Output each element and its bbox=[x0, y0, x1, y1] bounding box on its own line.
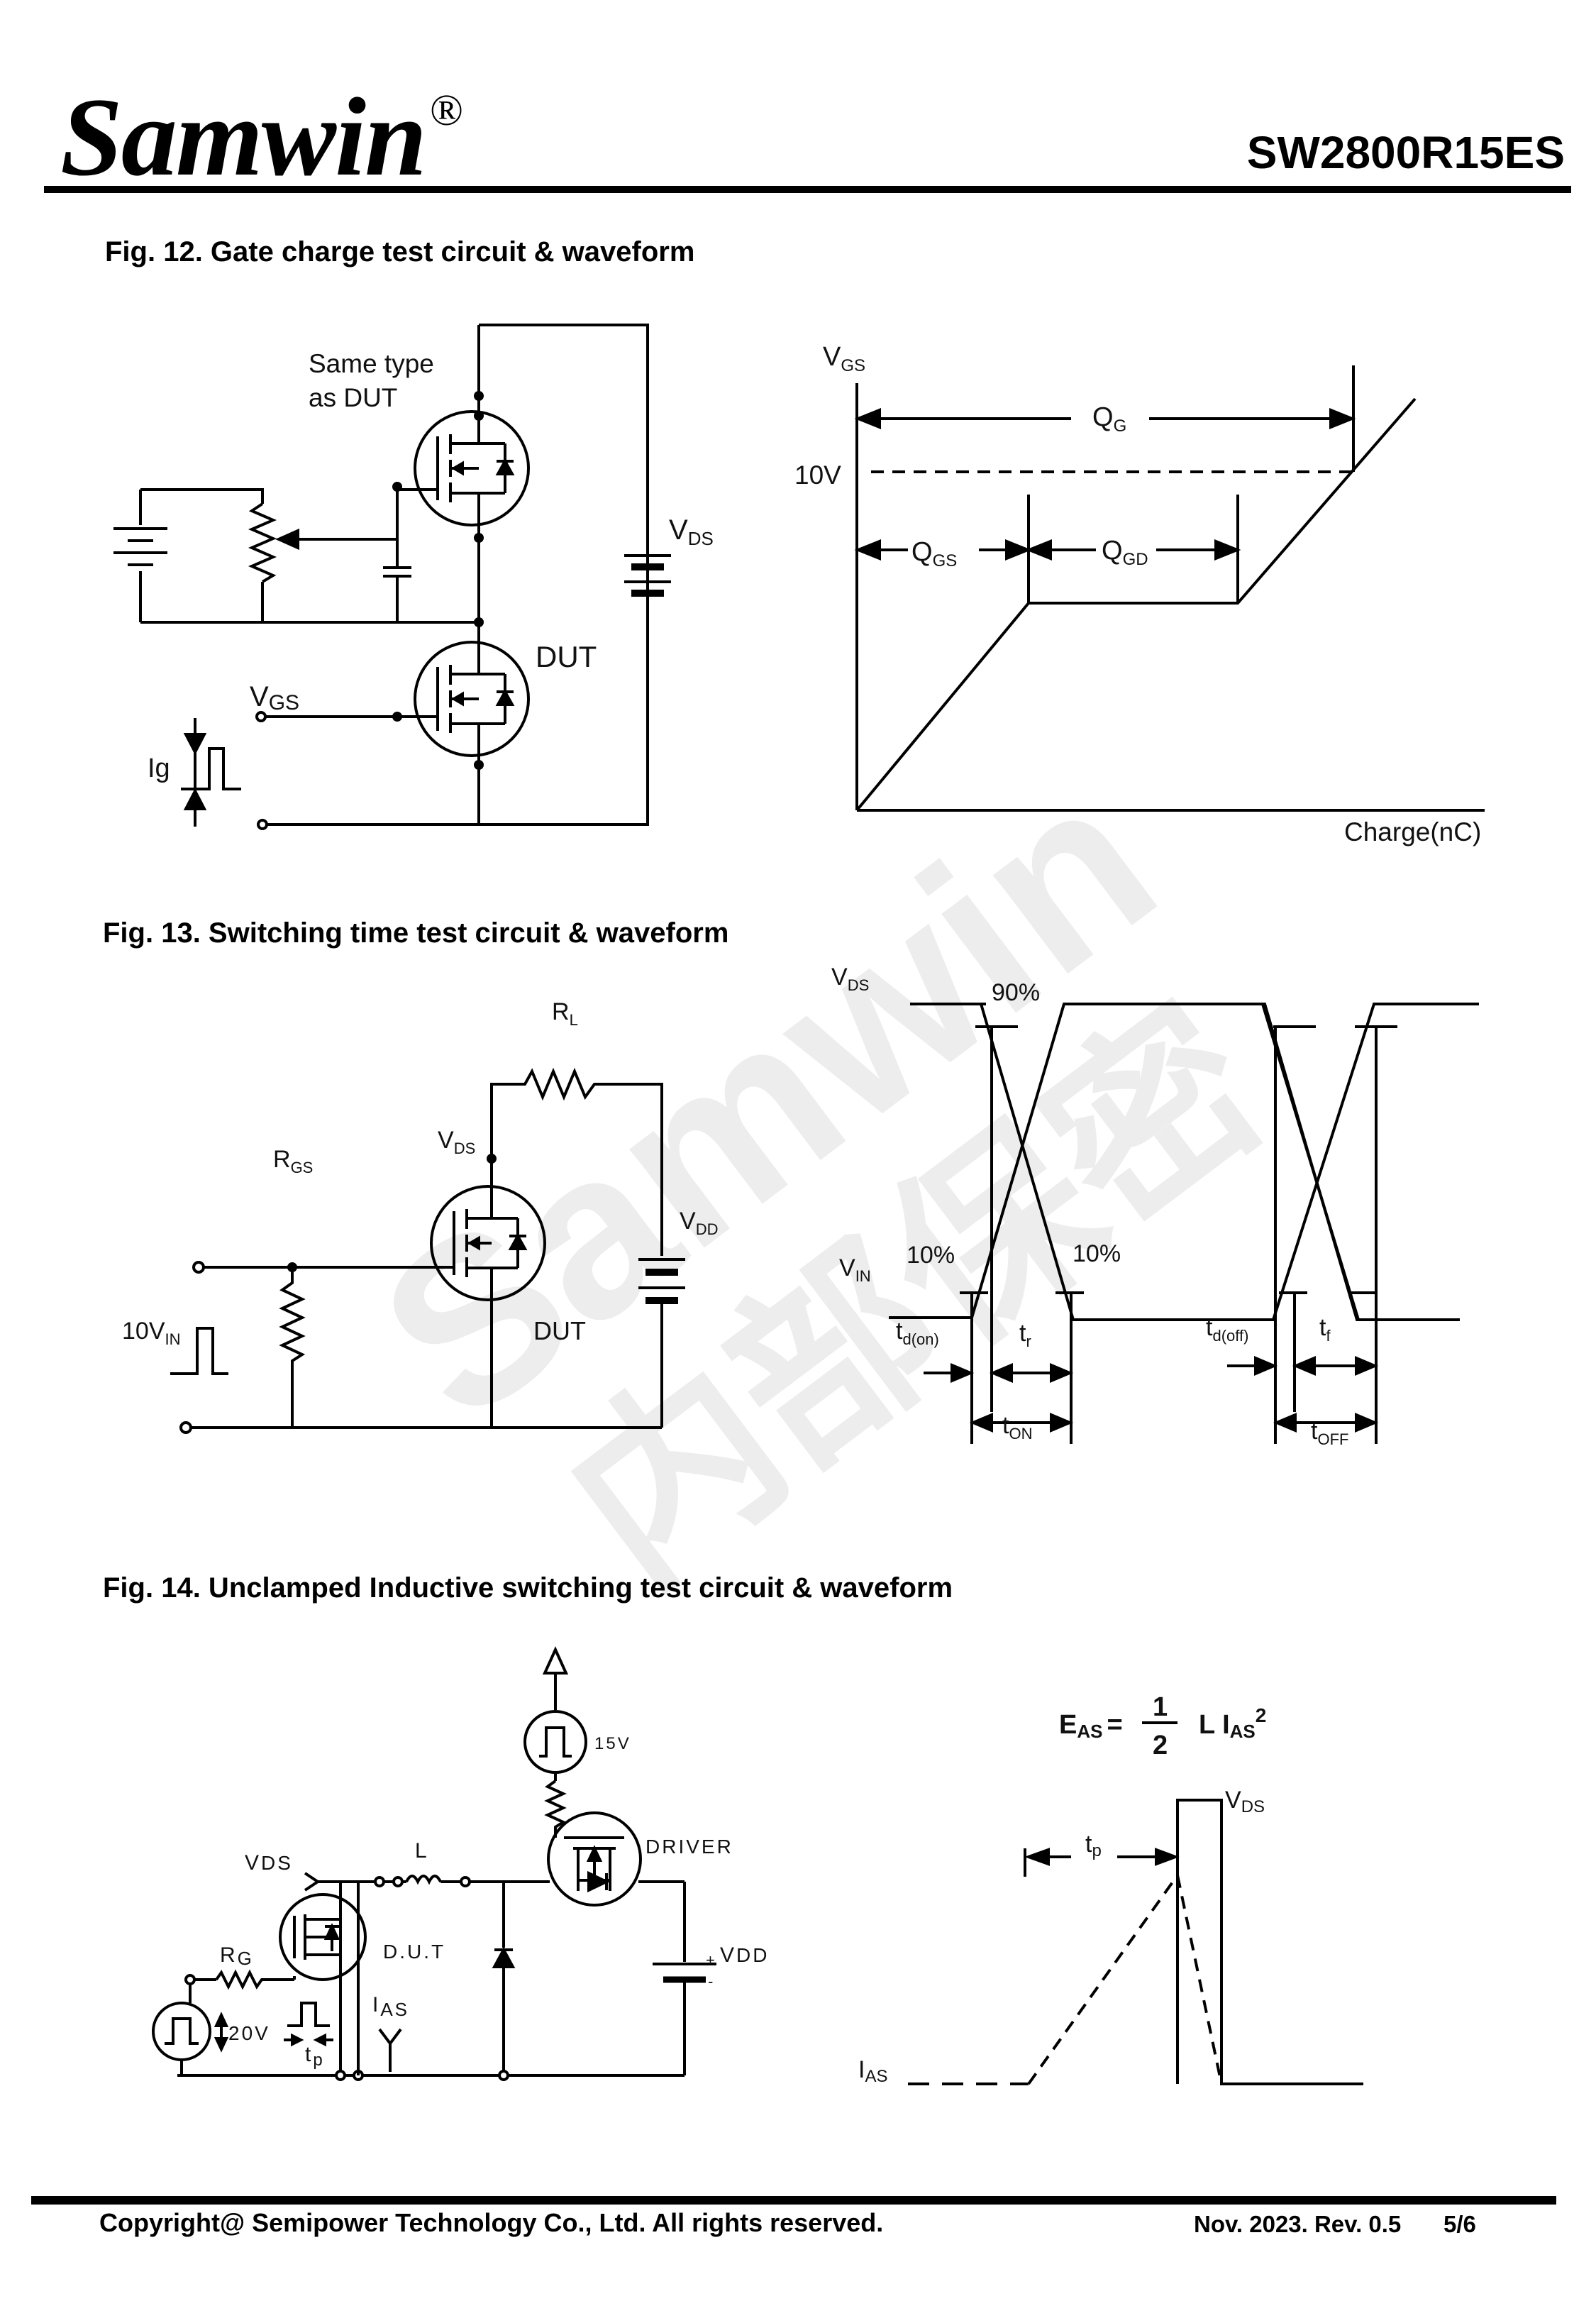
ig-label: Ig bbox=[148, 754, 170, 783]
tr-label: tr bbox=[1019, 1320, 1031, 1350]
charge-axis-label: Charge(nC) bbox=[1344, 817, 1481, 846]
tdon-label: td(on) bbox=[896, 1318, 939, 1348]
qg-label: QG bbox=[1092, 402, 1126, 436]
dut-label: DUT bbox=[536, 640, 597, 673]
p10-label-b: 10% bbox=[1073, 1240, 1121, 1267]
ias-label-circuit: IAS bbox=[372, 1993, 409, 2020]
samwin-logo: Samwin® bbox=[60, 82, 463, 194]
wave-vgs-label: VGS bbox=[823, 342, 865, 375]
part-number: SW2800R15ES bbox=[1246, 127, 1565, 178]
l-i-label: L IAS2 bbox=[1199, 1704, 1266, 1742]
p10-label-a: 10% bbox=[907, 1242, 955, 1269]
tf-label: tf bbox=[1319, 1314, 1331, 1345]
ten-volt-label: 10V bbox=[794, 460, 841, 490]
fig12-waveform bbox=[854, 365, 1485, 812]
fig14-waveform bbox=[908, 1721, 1363, 2085]
fig13-title: Fig. 13. Switching time test circuit & w… bbox=[103, 917, 729, 949]
dut-label-14: D.U.T bbox=[383, 1941, 445, 1963]
vdd-label-14: VDD bbox=[720, 1943, 769, 1967]
driver-label: DRIVER bbox=[645, 1836, 733, 1858]
footer-page-number: 5/6 bbox=[1443, 2211, 1476, 2237]
wave-ias-label: IAS bbox=[858, 2056, 887, 2086]
v20-label: 20V bbox=[228, 2022, 270, 2044]
fig13-circuit bbox=[170, 1067, 685, 1434]
v15-label: 15V bbox=[594, 1734, 631, 1753]
rl-label: RL bbox=[552, 998, 578, 1029]
toff-label: tOFF bbox=[1311, 1418, 1348, 1448]
vdd-label: VDD bbox=[680, 1208, 718, 1238]
header-rule bbox=[44, 186, 1571, 193]
wave-tp-label: tp bbox=[1085, 1831, 1102, 1860]
fig13-waveform bbox=[889, 1003, 1479, 1444]
footer-date-rev: Nov. 2023. Rev. 0.5 bbox=[1194, 2211, 1402, 2237]
fig12-circuit bbox=[113, 324, 671, 830]
qgd-label: QGD bbox=[1102, 536, 1148, 569]
rg-label: RG bbox=[220, 1943, 254, 1969]
qgs-label: QGS bbox=[911, 537, 957, 570]
p90-label: 90% bbox=[992, 979, 1040, 1006]
logo-text: Samwin bbox=[60, 75, 427, 199]
registered-mark: ® bbox=[429, 87, 463, 135]
vgs-label: VGS bbox=[250, 681, 299, 715]
fig12-title: Fig. 12. Gate charge test circuit & wave… bbox=[105, 236, 695, 267]
vds-node-label: VDS bbox=[438, 1127, 475, 1157]
plus-sign: + bbox=[706, 1951, 717, 1969]
eas-label: EAS= bbox=[1059, 1710, 1123, 1742]
same-type-label-2: as DUT bbox=[309, 383, 397, 412]
footer-rule bbox=[31, 2196, 1556, 2205]
vds-label-14: VDS bbox=[245, 1851, 293, 1875]
footer-copyright: Copyright@ Semipower Technology Co., Ltd… bbox=[99, 2208, 884, 2237]
fig14-circuit bbox=[152, 1646, 716, 2081]
minus-sign: - bbox=[708, 1973, 715, 1990]
wave-vds-label-14: VDS bbox=[1225, 1787, 1265, 1816]
same-type-label-1: Same type bbox=[309, 349, 434, 378]
vin10-label: 10VIN bbox=[122, 1318, 181, 1348]
wave-vin-label: VIN bbox=[839, 1254, 871, 1285]
fraction-numerator: 1 bbox=[1153, 1692, 1168, 1722]
wave-vds-label: VDS bbox=[831, 964, 869, 994]
ton-label: tON bbox=[1002, 1412, 1032, 1442]
fig14-title: Fig. 14. Unclamped Inductive switching t… bbox=[103, 1572, 953, 1604]
inductor-label: L bbox=[415, 1839, 429, 1863]
tdoff-label: td(off) bbox=[1206, 1314, 1248, 1345]
fraction-denominator: 2 bbox=[1153, 1731, 1168, 1760]
vds-label: VDS bbox=[669, 514, 714, 549]
dut-label-13: DUT bbox=[533, 1316, 586, 1345]
rgs-label: RGS bbox=[273, 1146, 313, 1176]
tp-label-circuit: tp bbox=[305, 2043, 325, 2070]
